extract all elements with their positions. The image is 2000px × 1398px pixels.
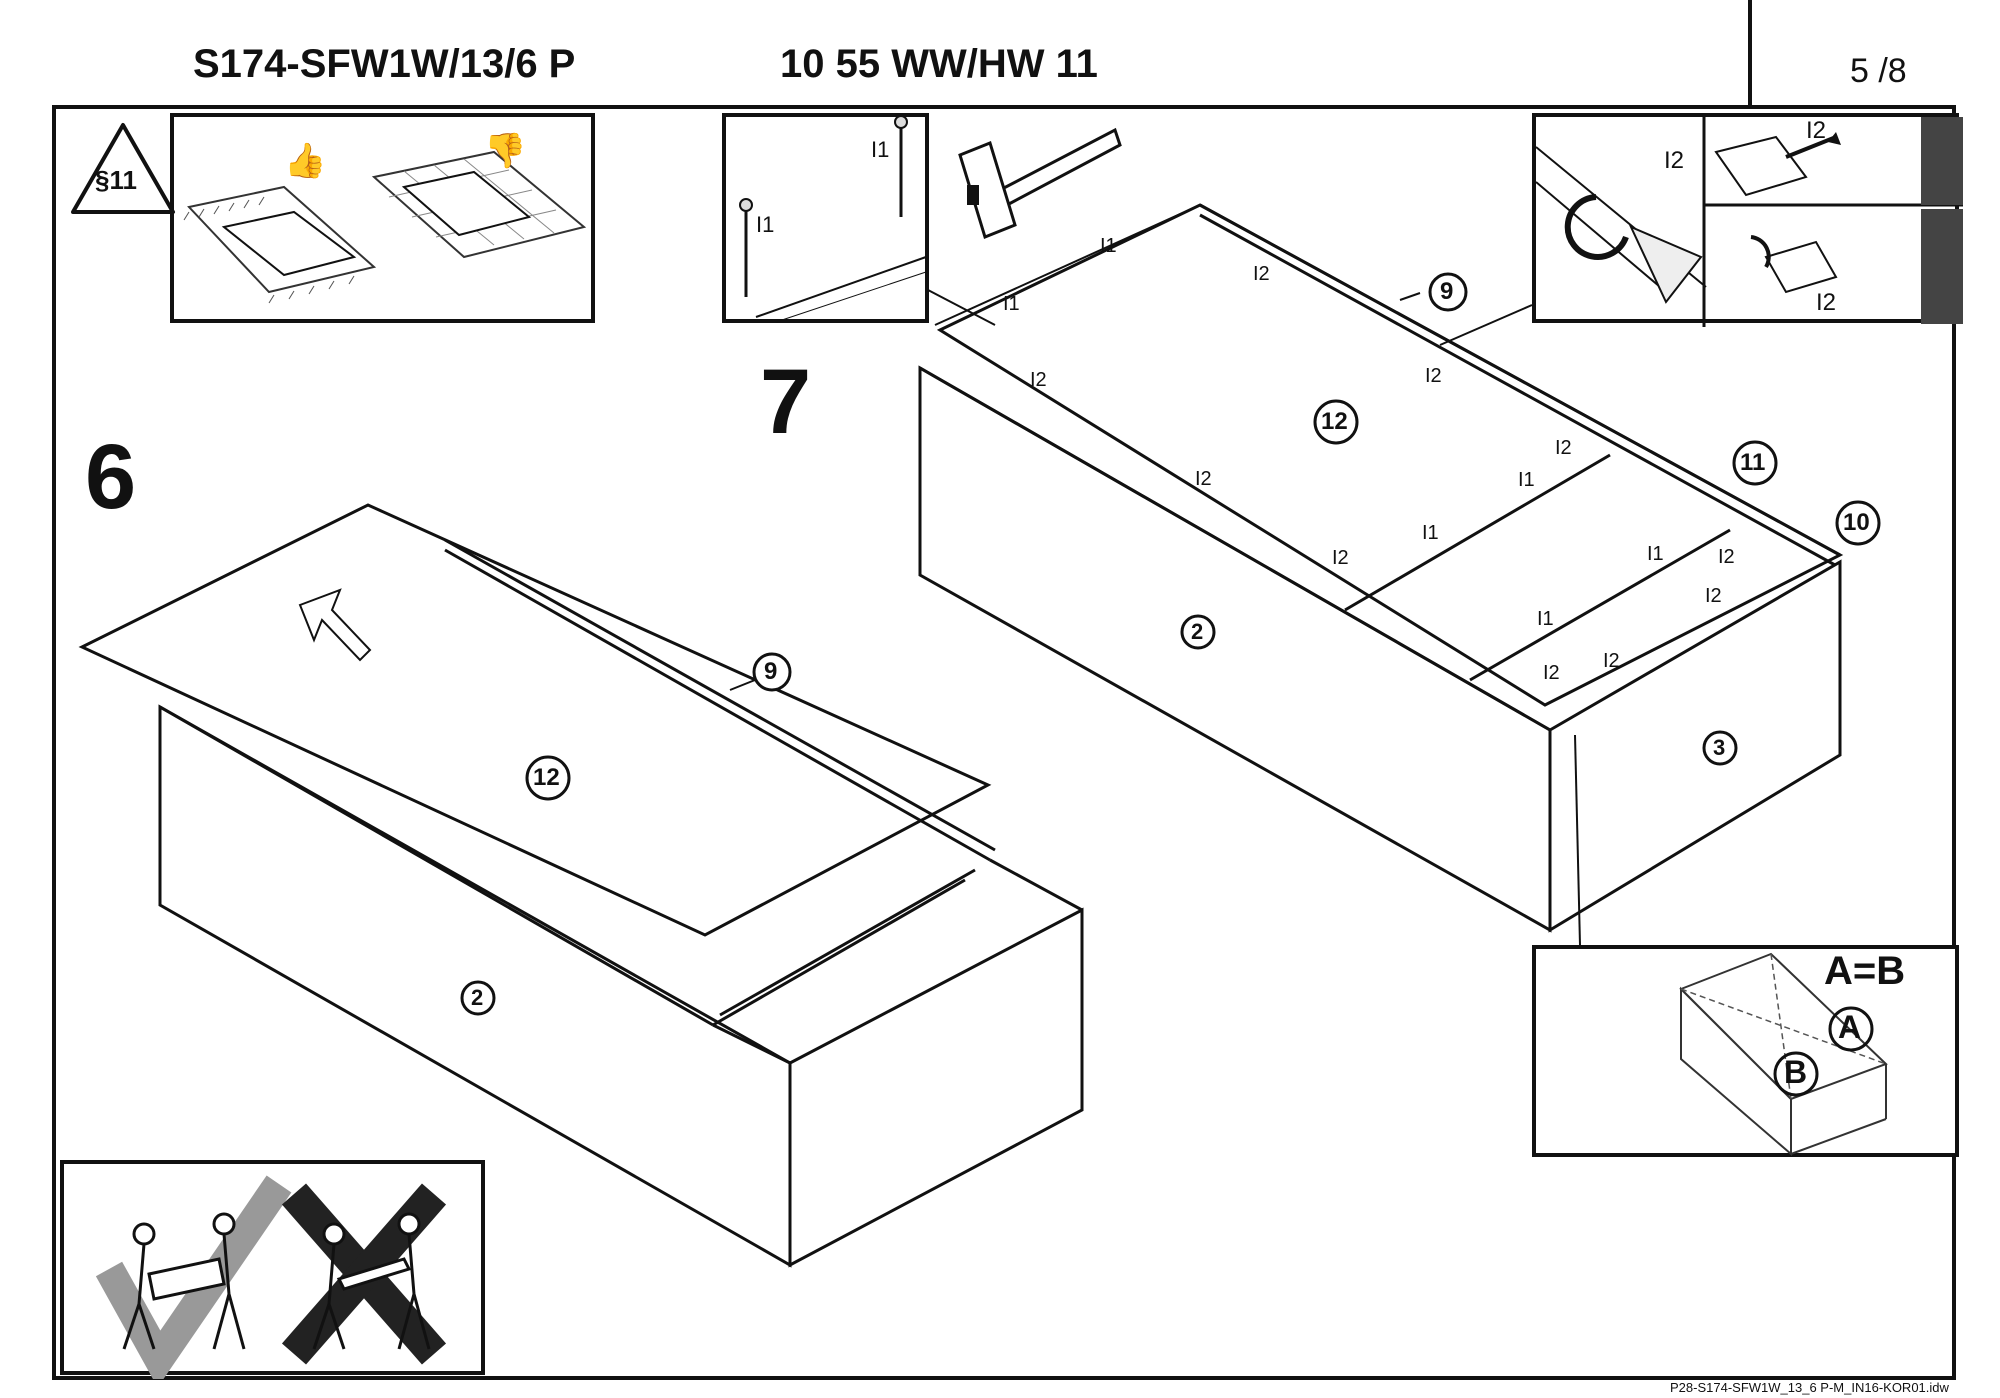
floor-protection-illustration: 👍 👎 <box>183 132 587 304</box>
bracket-detail-illustration <box>1536 117 1963 327</box>
part-9-label-left: 9 <box>764 658 778 685</box>
part-12-label-left: 12 <box>533 764 560 791</box>
part-2-label-right: 2 <box>1191 619 1204 644</box>
bracket-label-1: I2 <box>1664 147 1685 174</box>
bracket-label-3: I2 <box>1816 289 1837 316</box>
warning-badge-label: §11 <box>95 165 137 195</box>
diagonal-check-inset: A=B A B <box>1532 945 1959 1157</box>
model-code: S174-SFW1W/13/6 P <box>193 42 576 86</box>
fastener-i1-d: I1 <box>1422 522 1439 544</box>
fastener-i1-e: I1 <box>1647 543 1664 565</box>
diagonal-b-label: B <box>1784 1054 1808 1090</box>
nail-label-2: I1 <box>871 137 890 162</box>
fastener-i2-f: I2 <box>1332 547 1349 569</box>
part-10-label: 10 <box>1843 509 1870 536</box>
fastener-i2-h: I2 <box>1705 585 1722 607</box>
fastener-i2-a: I2 <box>1253 263 1270 285</box>
fastener-i2-e: I2 <box>1555 437 1572 459</box>
thumbs-up-icon: 👍 <box>284 141 326 180</box>
instruction-frame <box>52 105 1956 1380</box>
nail-detail-inset: I1 I1 <box>722 113 929 323</box>
fastener-i1-c: I1 <box>1518 469 1535 491</box>
step-number-7: 7 <box>760 351 812 453</box>
part-3-label: 3 <box>1713 735 1726 760</box>
fastener-i2-i: I2 <box>1543 662 1560 684</box>
fastener-i2-j: I2 <box>1603 650 1620 672</box>
equal-diagonals-label: A=B <box>1824 949 1906 993</box>
footer-filename: P28-S174-SFW1W_13_6 P-M_IN16-KOR01.idw <box>1670 1380 1949 1395</box>
thumbs-down-icon: 👎 <box>484 132 526 170</box>
part-11-label: 11 <box>1740 449 1766 476</box>
color-code: 10 55 WW/HW 11 <box>780 42 1098 86</box>
diagonal-a-label: A <box>1838 1009 1862 1045</box>
carrying-warning-inset <box>60 1160 485 1379</box>
page-number: 5 /8 <box>1850 52 1907 90</box>
warning-triangle-icon <box>71 123 175 214</box>
part-9-label-right: 9 <box>1440 278 1454 305</box>
header-divider <box>1748 0 1752 105</box>
diagonal-check-illustration <box>1679 952 1888 1157</box>
fastener-i1-b: I1 <box>1003 293 1020 315</box>
fastener-i2-c: I2 <box>1425 365 1442 387</box>
bracket-detail-inset: I2 I2 I2 <box>1532 113 1963 327</box>
step-number-6: 6 <box>85 426 137 528</box>
part-12-label-right: 12 <box>1321 408 1348 435</box>
floor-protection-inset: 👍 👎 <box>170 113 595 323</box>
fastener-i2-b: I2 <box>1030 369 1047 391</box>
hammer-icon <box>958 127 1122 239</box>
fastener-i2-g: I2 <box>1718 546 1735 568</box>
fastener-i1-f: I1 <box>1537 608 1554 630</box>
bracket-label-2: I2 <box>1806 117 1827 144</box>
nail-label-1: I1 <box>756 212 775 237</box>
part-2-label-left: 2 <box>471 985 484 1010</box>
fastener-i2-d: I2 <box>1195 468 1212 490</box>
fastener-i1-a: I1 <box>1100 235 1117 257</box>
carrying-warning-illustration <box>95 1175 447 1379</box>
nail-detail-illustration <box>739 117 927 323</box>
